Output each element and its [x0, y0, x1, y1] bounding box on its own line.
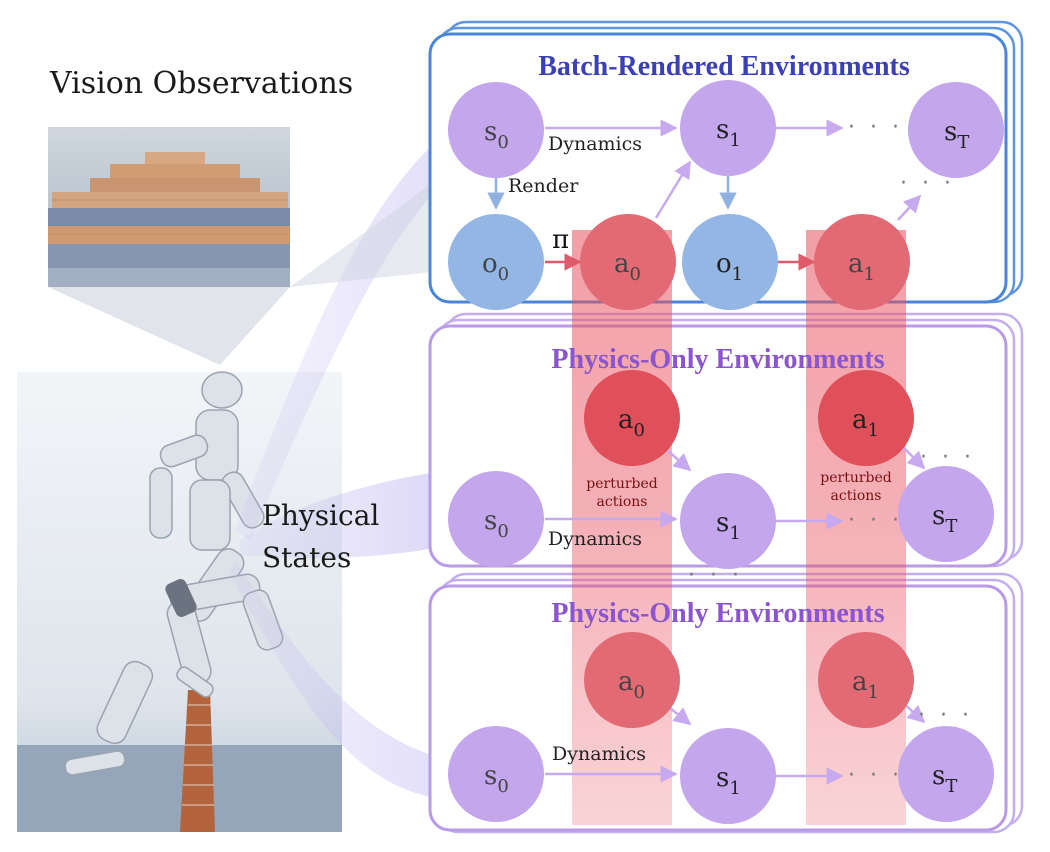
- node-a0-mid: a0: [584, 370, 680, 466]
- svg-text:o1: o1: [716, 249, 743, 285]
- svg-text:sT: sT: [944, 117, 969, 153]
- svg-text:s0: s0: [484, 117, 509, 153]
- svg-text:a0: a0: [614, 249, 641, 285]
- physics-panel-1-title: Physics-Only Environments: [551, 344, 884, 375]
- node-sT-bottom: sT: [898, 726, 994, 822]
- svg-text:sT: sT: [932, 761, 957, 797]
- edge-label-render: Render: [508, 175, 579, 197]
- svg-text:sT: sT: [932, 501, 957, 537]
- ellipsis-bottom-1: · · ·: [848, 763, 903, 788]
- state-beams: [230, 130, 455, 800]
- svg-text:a0: a0: [618, 405, 645, 441]
- svg-text:a1: a1: [852, 405, 879, 441]
- physical-states-label-line2: States: [262, 541, 351, 574]
- batch-panel-edges: [487, 119, 922, 271]
- ellipsis-mid-2: · · ·: [920, 445, 975, 470]
- svg-text:a1: a1: [848, 249, 875, 285]
- perturbed-label-a1-line2: actions: [831, 488, 882, 504]
- node-a0-bottom: a0: [584, 632, 680, 728]
- node-s0-bottom: s0: [448, 726, 544, 822]
- edge-label-dynamics-mid: Dynamics: [548, 528, 642, 550]
- node-s1-top: s1: [680, 80, 776, 176]
- ellipsis-mid-1: · · ·: [848, 508, 903, 533]
- edge-label-policy: π: [552, 225, 569, 255]
- svg-text:o0: o0: [482, 249, 509, 285]
- ellipsis-top-1: · · ·: [848, 115, 903, 140]
- svg-text:a1: a1: [852, 667, 879, 703]
- svg-text:s1: s1: [716, 115, 741, 151]
- perturbed-label-a0-line2: actions: [597, 494, 648, 510]
- svg-text:s0: s0: [484, 761, 509, 797]
- physics-panel-2-title: Physics-Only Environments: [551, 598, 884, 629]
- vision-observations-label: Vision Observations: [49, 66, 353, 101]
- perturbed-label-a0-line1: perturbed: [586, 476, 658, 492]
- node-o0: o0: [448, 214, 544, 310]
- node-a1-bottom: a1: [818, 632, 914, 728]
- svg-text:a0: a0: [618, 667, 645, 703]
- node-s1-bottom: s1: [680, 728, 776, 824]
- node-s0-mid: s0: [448, 471, 544, 567]
- svg-text:s0: s0: [484, 506, 509, 542]
- edge-label-dynamics-bottom: Dynamics: [552, 743, 646, 765]
- projection-cone: [48, 287, 290, 365]
- robot-image: [17, 371, 342, 832]
- node-s1-mid: s1: [680, 473, 776, 569]
- node-s0-top: s0: [448, 82, 544, 178]
- ellipsis-bottom-2: · · ·: [918, 703, 973, 728]
- batch-panel-title: Batch-Rendered Environments: [538, 51, 910, 82]
- svg-text:s1: s1: [716, 763, 741, 799]
- node-a0-top: a0: [580, 214, 676, 310]
- perturbed-label-a1-line1: perturbed: [820, 470, 892, 486]
- node-sT-mid: sT: [898, 466, 994, 562]
- node-a1-top: a1: [814, 214, 910, 310]
- node-o1: o1: [682, 214, 778, 310]
- node-a1-mid: a1: [818, 370, 914, 466]
- physical-states-label-line1: Physical: [262, 499, 379, 532]
- node-sT-top: sT: [908, 82, 1004, 178]
- edge-label-dynamics-top: Dynamics: [548, 133, 642, 155]
- svg-text:s1: s1: [716, 508, 741, 544]
- vision-observation-image: [48, 127, 290, 287]
